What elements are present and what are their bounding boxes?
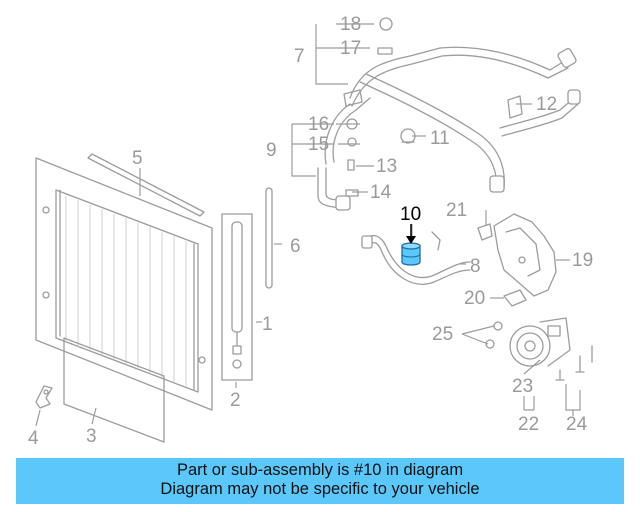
seal-strip-5 [87,153,205,217]
hose-assembly-8 [361,231,471,285]
o-ring-part-10 [401,242,421,266]
callout-1: 1 [262,314,273,335]
callout-7: 7 [294,46,305,67]
hose-assembly-12 [499,89,581,137]
callout-8: 8 [470,256,481,277]
callout-5: 5 [132,148,143,169]
callout-17: 17 [340,38,361,59]
callout-2: 2 [230,390,241,411]
info-banner: Part or sub-assembly is #10 in diagram D… [16,458,624,504]
callout-18: 18 [340,14,361,35]
callout-9: 9 [266,140,277,161]
callout-6: 6 [290,236,301,257]
callout-4: 4 [28,428,39,449]
callout-12: 12 [536,94,557,115]
callout-22: 22 [518,414,539,435]
leader-lines [35,23,581,427]
callout-16: 16 [308,114,329,135]
bracket-4 [35,385,53,409]
bracket-20 [503,289,527,307]
banner-line-1: Part or sub-assembly is #10 in diagram [176,461,464,479]
callout-10: 10 [400,204,421,225]
callout-11: 11 [430,128,450,149]
callout-23: 23 [512,376,533,397]
heat-shield-19 [493,213,557,297]
condenser-assembly [35,157,253,411]
hose-assembly-7 [343,46,577,193]
small-parts [345,17,416,197]
pad-3 [63,337,165,443]
hose-assembly-9 [317,97,371,211]
callouts: 1 2 3 4 5 6 7 8 9 10 11 12 13 14 15 16 1… [28,14,593,449]
callout-25: 25 [432,324,453,345]
banner-line-2: Diagram may not be specific to your vehi… [160,480,480,498]
callout-3: 3 [86,426,97,447]
callout-20: 20 [464,288,485,309]
callout-14: 14 [370,182,392,203]
callout-15: 15 [308,134,329,155]
cap-21 [477,223,493,241]
callout-10-arrow [406,224,416,244]
callout-21: 21 [446,200,467,221]
seal-strip-6 [265,187,273,289]
compressor [485,317,593,381]
callout-19: 19 [572,250,593,271]
callout-24: 24 [566,414,588,435]
callout-13: 13 [376,156,397,177]
